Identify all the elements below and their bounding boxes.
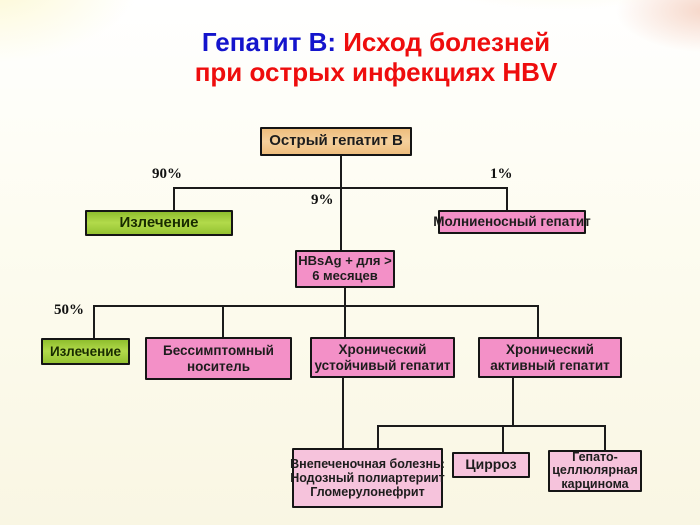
node-label: Бессимптомный [163, 343, 274, 359]
node-label: активный гепатит [490, 357, 610, 373]
node-hbsag-6-months: HBsAg + для > 6 месяцев [295, 250, 395, 288]
connector-to-extrahepatic [377, 425, 379, 448]
node-chronic-active-hepatitis: Хронический активный гепатит [478, 337, 622, 378]
percent-label-50: 50% [54, 302, 84, 318]
percent-label-90: 90% [152, 166, 182, 182]
percent-label-9: 9% [311, 192, 334, 208]
node-cure-top: Излечение [85, 210, 233, 236]
connector-branch-mid [93, 305, 539, 307]
node-asymptomatic-carrier: Бессимптомный носитель [145, 337, 292, 380]
slide-title: Гепатит В: Исход болезней при острых инф… [56, 27, 696, 87]
node-extrahepatic-disease: Внепеченочная болезнь: Нодозный полиарте… [290, 448, 445, 508]
node-label: Гломерулонефрит [310, 485, 425, 499]
node-label: носитель [186, 358, 251, 374]
node-label: Хронический [506, 342, 594, 358]
node-hepatocellular-carcinoma: Гепато- целлюлярная карцинома [548, 450, 642, 492]
title-blue-segment: Гепатит В: [201, 27, 337, 57]
connector-to-cure-top [173, 187, 175, 210]
node-label: Внепеченочная болезнь: [290, 457, 445, 471]
node-fulminant-hepatitis: Молниеносный гепатит [433, 210, 591, 234]
node-label: Гепато- [572, 450, 618, 465]
connector-branch-bottom [377, 425, 606, 427]
title-line-2: при острых инфекциях HBV [194, 57, 558, 87]
connector-to-hcc [604, 425, 606, 450]
connector-to-chronic-active [537, 305, 539, 337]
connector-persistent-to-extrahepatic [342, 378, 344, 448]
connector-acute-to-hbsag [340, 155, 342, 250]
title-red-segment: Исход болезней [336, 27, 551, 57]
node-label: Острый гепатит В [269, 132, 403, 150]
connector-to-carrier [222, 305, 224, 337]
connector-to-cure-mid [93, 305, 95, 338]
connector-active-down [512, 378, 514, 427]
percent-label-1: 1% [490, 166, 513, 182]
node-label: Излечение [49, 343, 122, 359]
title-line-1: Гепатит В: Исход болезней [56, 27, 696, 57]
node-label: целлюлярная [552, 463, 638, 478]
node-label: карцинома [561, 476, 629, 491]
node-label: Цирроз [465, 456, 517, 473]
connector-branch-top [173, 187, 508, 189]
connector-to-fulminant [506, 187, 508, 210]
node-label: HBsAg + для > [298, 253, 392, 269]
connector-hbsag-to-persistent [344, 288, 346, 337]
node-label: Нодозный полиартериит [290, 471, 445, 485]
node-label: 6 месяцев [312, 268, 378, 283]
node-label: Молниеносный гепатит [433, 214, 591, 230]
node-chronic-persistent-hepatitis: Хронический устойчивый гепатит [310, 337, 455, 378]
connector-to-cirrhosis [502, 425, 504, 452]
node-label: Излечение [119, 213, 199, 231]
node-acute-hepatitis-b: Острый гепатит В [260, 127, 412, 156]
node-label: Хронический [338, 342, 427, 358]
node-cure-mid: Излечение [41, 338, 130, 365]
node-cirrhosis: Цирроз [452, 452, 530, 478]
node-label: устойчивый гепатит [314, 357, 451, 373]
